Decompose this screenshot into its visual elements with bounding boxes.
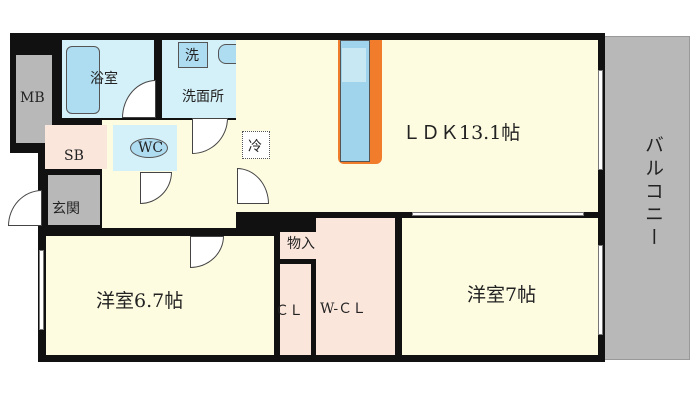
washroom-label: 洗面所	[182, 89, 224, 105]
entrance	[48, 175, 100, 225]
door-entrance	[8, 190, 42, 226]
closet-label: ＣＬ	[275, 303, 303, 319]
western-room-2-label: 洋室7帖	[467, 284, 537, 306]
closet	[280, 264, 311, 355]
western-room-1-label: 洋室6.7帖	[96, 290, 184, 312]
mb-label: MB	[20, 90, 45, 106]
stove	[342, 48, 366, 82]
window-sliding	[412, 212, 584, 216]
entrance-label: 玄関	[52, 201, 80, 217]
ldk-label: ＬＤＫ13.1帖	[402, 122, 521, 144]
balcony-label: バルコニー	[642, 135, 664, 250]
toilet	[130, 138, 168, 158]
balcony	[604, 36, 690, 360]
wc-label: WC	[138, 140, 164, 156]
walk-in-closet	[316, 218, 395, 355]
shoe-box	[45, 125, 107, 169]
western-room-2	[402, 218, 598, 355]
sb-label: SB	[64, 148, 84, 164]
window-room2	[598, 245, 603, 335]
wcl-label: W-ＣＬ	[320, 301, 367, 317]
window-balcony	[598, 70, 603, 170]
bathroom-label: 浴室	[90, 71, 118, 87]
washer-label: 洗	[185, 48, 199, 64]
fridge-space	[242, 131, 270, 159]
storage-label: 物入	[287, 236, 315, 252]
window-room1	[39, 250, 44, 330]
washer-box	[178, 42, 208, 68]
ldk	[236, 40, 598, 212]
western-room-1	[46, 236, 274, 355]
bathtub	[66, 46, 100, 114]
fridge-label: 冷	[248, 139, 262, 155]
